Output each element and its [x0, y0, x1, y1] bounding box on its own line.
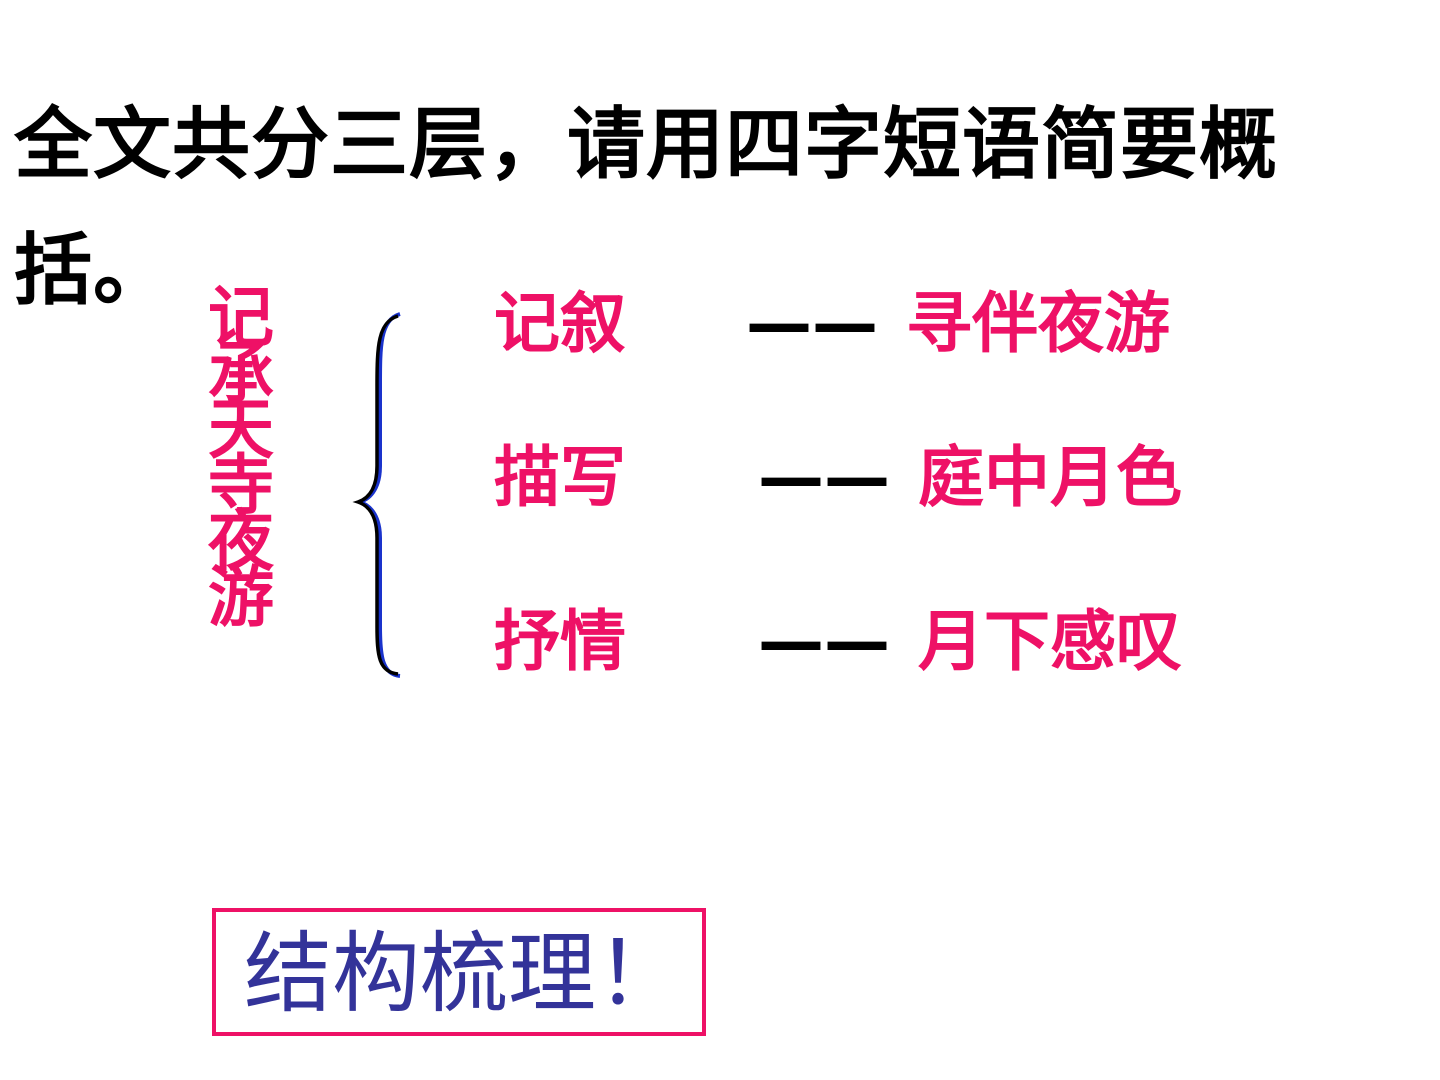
layer-summary: 庭中月色 — [918, 439, 1182, 516]
layer-dash: —— — [746, 285, 878, 362]
layer-row-description: 描写 —— 庭中月色 — [494, 438, 1224, 518]
vertical-title: 记承天寺夜游 — [197, 282, 274, 618]
layer-dash: —— — [758, 603, 890, 680]
slide-heading: 全文共分三层，请用四字短语简要概括。 — [14, 100, 1279, 316]
structure-summary-box: 结构梳理！ — [212, 908, 706, 1036]
structure-summary-label: 结构梳理！ — [244, 922, 685, 1025]
layer-kind: 记叙 — [494, 285, 626, 362]
layer-row-narration: 记叙 —— 寻伴夜游 — [494, 284, 1214, 364]
layer-summary: 寻伴夜游 — [906, 285, 1170, 362]
layer-kind: 描写 — [494, 439, 626, 516]
layer-dash: —— — [758, 439, 890, 516]
layer-kind: 抒情 — [494, 603, 626, 680]
curly-brace-icon — [352, 312, 401, 678]
layer-row-lyric: 抒情 —— 月下感叹 — [494, 602, 1224, 682]
layer-summary: 月下感叹 — [918, 603, 1182, 680]
